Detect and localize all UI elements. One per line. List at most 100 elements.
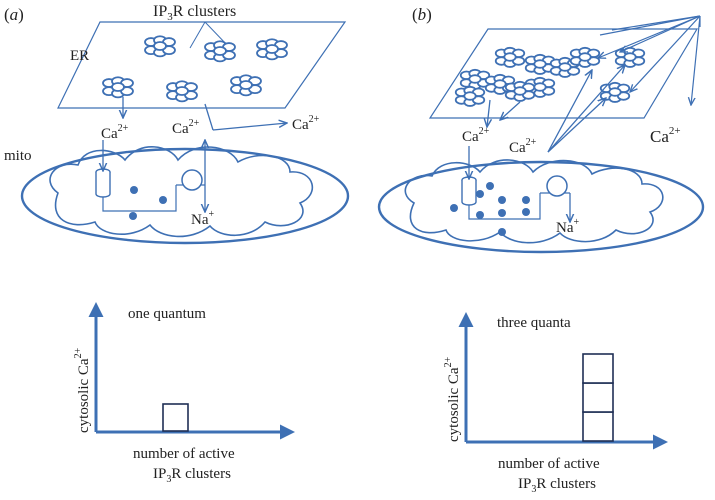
mitochondrion-cristae [404,159,664,244]
matrix-calcium-dot [522,208,530,216]
ip3r-channel [533,82,547,92]
ip3r-channel [175,86,189,96]
uniporter-channel-body [461,180,477,206]
graph-b: three quanta cytosolic Ca2+ number of ac… [443,312,668,495]
ip3r-channel [493,79,507,89]
x-axis-label: number of active [498,456,600,472]
mitochondrion-outer [377,160,705,254]
graph-title: one quantum [128,306,206,322]
matrix-calcium-dot [498,209,506,217]
ip3r-channel [503,52,517,62]
mitochondrion-outer [20,147,350,245]
ip3r-channel [608,87,622,97]
release-arrow [547,65,625,153]
activation-arrow [598,15,701,58]
panel-a: (a) IP3R clusters ER Ca2+ Ca2+ Ca2+ mito [4,3,350,485]
er-label: ER [70,48,89,64]
ip3r-cluster-group [102,35,288,103]
quantum-bar [162,403,189,432]
graph-a: one quantum cytosolic Ca2+ number of act… [73,302,295,485]
ca-label: Ca2+ [462,126,490,145]
matrix-calcium-dot [498,196,506,204]
panel-b-tag: (b) [412,5,432,24]
ip3r-channel [111,82,125,92]
graph-title: three quanta [497,315,571,331]
ip3r-cluster [102,76,134,99]
mitochondrion-cristae [49,146,314,238]
matrix-calcium-dot [486,182,494,190]
matrix-path [102,185,177,212]
release-arrow [547,70,592,153]
ip3r-channel [513,86,527,96]
ip3r-cluster [204,40,236,63]
activation-line [611,15,701,31]
ip3r-cluster-group [454,46,646,107]
ip3r-cluster [256,38,288,61]
matrix-calcium-dot [476,211,484,219]
ip3r-cluster [144,35,176,58]
ip3r-channel [558,62,572,72]
er-membrane [428,28,699,119]
y-axis-label: cytosolic Ca2+ [443,356,462,442]
panel-a-tag: (a) [4,5,24,24]
matrix-calcium-dot [130,186,138,194]
er-membrane [57,21,347,109]
matrix-calcium-dot [522,196,530,204]
ca-label: Ca2+ [292,114,320,133]
nclx-exchanger [546,175,568,197]
activation-arrows [598,15,701,105]
quantum-bar [582,382,614,413]
ip3r-channel [265,44,279,54]
release-arrow [487,99,490,127]
ip3r-cluster [494,46,526,68]
ip3r-cluster [614,46,646,68]
ip3r-cluster [504,80,536,102]
na-label: Na+ [191,209,215,228]
release-arrow [500,101,521,120]
quantum-bar [582,411,614,442]
ip3r-channel [153,41,167,51]
matrix-calcium-dot [129,212,137,220]
uniporter-channel-body [95,172,111,198]
release-arrow [547,98,606,153]
ip3r-channel [623,52,637,62]
panel-b: (b) Ca2+ Ca2+ Ca2+ [377,5,705,495]
ip3r-cluster [166,80,198,103]
ca-label: Ca2+ [101,123,129,142]
activation-arrow [691,15,701,105]
label-pointer [189,21,206,49]
ca-label: Ca2+ [172,118,200,137]
ip3r-channel [533,59,547,69]
nclx-exchanger [181,169,203,191]
x-axis-label-line2: IP3R clusters [153,466,231,485]
ca-label: Ca2+ [509,137,537,156]
ip3r-cluster [230,74,262,97]
x-axis-label: number of active [133,446,235,462]
release-line [204,103,214,131]
matrix-path [468,193,541,220]
ip3r-cluster [569,46,601,68]
ip3r-channel [213,46,227,56]
ip3r-clusters-label: IP3R clusters [153,3,236,23]
matrix-calcium-dot [450,204,458,212]
activation-arrow [630,15,701,92]
na-label: Na+ [556,217,580,236]
matrix-calcium-dots [450,182,530,236]
quantum-bar [582,353,614,384]
ip3r-channel [468,74,482,84]
matrix-calcium-dot [476,190,484,198]
ip3r-channel [578,52,592,62]
matrix-calcium-dot [159,196,167,204]
quanta-bars [582,353,614,442]
ca-label: Ca2+ [650,125,681,146]
ip3r-cluster [454,85,486,107]
ip3r-channel [463,91,477,101]
matrix-calcium-dot [498,228,506,236]
mito-label: mito [4,148,32,164]
y-axis-label: cytosolic Ca2+ [73,347,92,433]
ip3r-channel [239,80,253,90]
quanta-bars [162,403,189,432]
x-axis-label-line2: IP3R clusters [518,476,596,495]
release-arrow [212,123,287,131]
